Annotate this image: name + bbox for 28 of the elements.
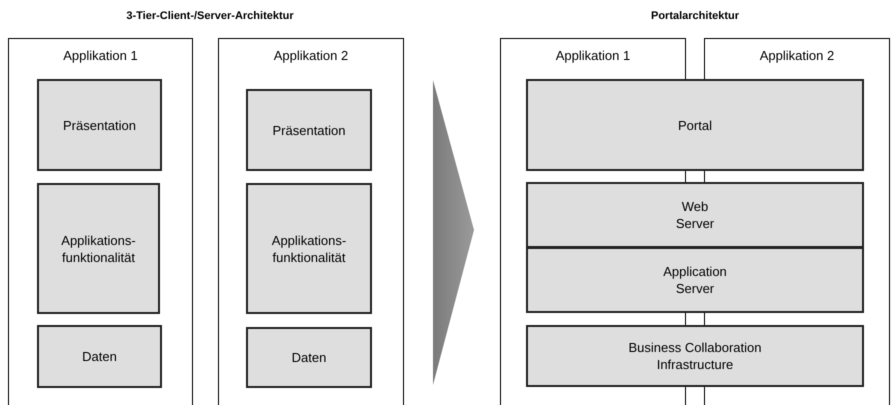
tier-box bbox=[37, 325, 162, 388]
tier-label: Daten bbox=[82, 348, 117, 365]
column-heading: Applikation 2 bbox=[758, 48, 836, 64]
application-column bbox=[8, 38, 193, 405]
tier-box bbox=[526, 247, 864, 313]
tier-box bbox=[37, 79, 162, 171]
tier-label: Business Collaboration Infrastructure bbox=[628, 339, 762, 373]
column-heading: Applikation 1 bbox=[62, 48, 139, 64]
tier-box bbox=[526, 325, 864, 387]
tier-label: Daten bbox=[292, 349, 326, 366]
tier-box bbox=[246, 183, 372, 314]
column-heading: Applikation 1 bbox=[554, 48, 632, 64]
tier-label: Präsentation bbox=[63, 116, 136, 134]
tier-label: Application Server bbox=[662, 263, 728, 297]
section-heading: 3-Tier-Client-/Server-Architektur bbox=[125, 9, 295, 24]
section-heading: Portalarchitektur bbox=[650, 9, 740, 24]
tier-label: Web Server bbox=[674, 198, 716, 232]
application-column bbox=[218, 38, 404, 405]
tier-label: Präsentation bbox=[272, 122, 346, 138]
tier-label: Portal bbox=[678, 116, 712, 134]
tier-box bbox=[37, 183, 160, 314]
tier-box bbox=[526, 79, 864, 171]
column-heading: Applikation 2 bbox=[272, 48, 350, 64]
tier-box bbox=[526, 182, 864, 248]
tier-label: Applikations- funktionalität bbox=[60, 232, 137, 266]
tier-box bbox=[246, 89, 372, 171]
tier-label: Applikations- funktionalität bbox=[270, 232, 348, 266]
tier-box bbox=[246, 327, 372, 388]
